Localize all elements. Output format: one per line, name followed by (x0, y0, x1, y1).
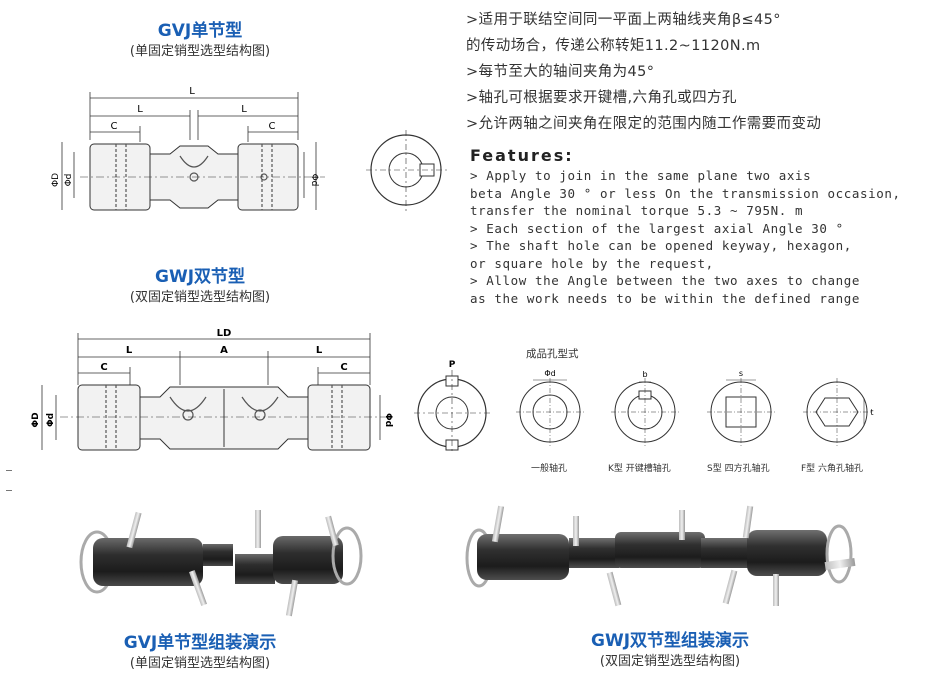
dim-d: Φd (46, 413, 56, 427)
dim-d: Φd (64, 174, 74, 187)
dim-C-right: C (269, 121, 276, 132)
gwj-assembly-title: GWJ双节型组装演示 (590, 631, 750, 651)
dim-C-left: C (111, 121, 118, 132)
dim-s: s (739, 369, 743, 378)
dim-D: ΦD (51, 173, 61, 187)
dim-LD: LD (217, 328, 232, 339)
feature-en-line: or square hole by the request, (470, 255, 714, 271)
gwj-drawing: LD L A L C C ΦD Φd Φd (31, 328, 393, 451)
gvj-assembly-illustration (79, 510, 363, 617)
feature-cn-line: 的传动场合，传递公称转矩11.2~1120N.m (466, 38, 761, 54)
feature-en-line: > Each section of the largest axial Angl… (470, 220, 844, 236)
gwj-assembly-subtitle: (双固定销型选型结构图) (599, 654, 741, 669)
gvj-drawing: L L L C C ΦD Φd Φd (51, 86, 325, 211)
dim-d-right: Φd (309, 174, 319, 187)
features-en: > Apply to join in the same plane two ax… (470, 167, 901, 307)
gvj-assembly-title: GVJ单节型组装演示 (123, 633, 277, 653)
hole-type-label: K型 开键槽轴孔 (608, 464, 671, 474)
feature-en-line: beta Angle 30 ° or less On the transmiss… (470, 185, 901, 201)
dim-A: A (220, 345, 228, 356)
dim-L-right: L (241, 104, 247, 115)
gwj-assembly-illustration (465, 505, 856, 607)
gvj-assembly-subtitle: (单固定销型选型结构图) (129, 656, 271, 671)
feature-en-line: > Apply to join in the same plane two ax… (470, 168, 812, 183)
hole-type-label: 一般轴孔 (531, 464, 568, 474)
dim-d-hole: Φd (544, 369, 555, 378)
feature-cn-line: >轴孔可根据要求开键槽,六角孔或四方孔 (466, 90, 737, 106)
gwj-subtitle: (双固定销型选型结构图) (129, 290, 271, 305)
dim-d-right: Φd (383, 413, 393, 427)
dim-P: P (449, 360, 456, 370)
feature-en-line: as the work needs to be within the defin… (470, 290, 861, 306)
margin-mark (6, 490, 12, 491)
margin-mark (6, 470, 12, 471)
dim-C-left: C (100, 362, 107, 373)
feature-en-line: > The shaft hole can be opened keyway, h… (470, 238, 852, 253)
gvj-title: GVJ单节型 (157, 21, 243, 41)
feature-cn-line: >允许两轴之间夹角在限定的范围内随工作需要而变动 (466, 116, 822, 132)
hole-types-drawing: Φd b s t (516, 369, 874, 446)
feature-en-line: > Allow the Angle between the two axes t… (470, 273, 861, 288)
feature-cn-line: >每节至大的轴间夹角为45° (466, 64, 655, 80)
dim-D: ΦD (31, 412, 41, 427)
dim-C-right: C (340, 362, 347, 373)
dim-L-left: L (126, 345, 133, 356)
dim-b: b (642, 370, 647, 379)
dim-t: t (870, 408, 873, 417)
features-en-title: Features: (470, 146, 574, 165)
keyway-end-view: P (414, 360, 492, 454)
hole-type-label: F型 六角孔轴孔 (801, 464, 864, 474)
gvj-subtitle: (单固定销型选型结构图) (129, 44, 271, 59)
dim-L-total: L (189, 86, 195, 97)
feature-en-line: transfer the nominal torque 5.3 ~ 795N. … (470, 203, 804, 218)
gvj-end-view (366, 130, 448, 211)
hole-type-label: S型 四方孔轴孔 (707, 464, 770, 474)
feature-cn-line: >适用于联结空间同一平面上两轴线夹角β≤45° (466, 12, 781, 28)
dim-L-left: L (137, 104, 143, 115)
hole-types-title: 成品孔型式 (526, 348, 579, 360)
gwj-title: GWJ双节型 (154, 267, 246, 287)
features-cn: >适用于联结空间同一平面上两轴线夹角β≤45° 的传动场合，传递公称转矩11.2… (466, 8, 821, 138)
dim-L-right: L (316, 345, 323, 356)
